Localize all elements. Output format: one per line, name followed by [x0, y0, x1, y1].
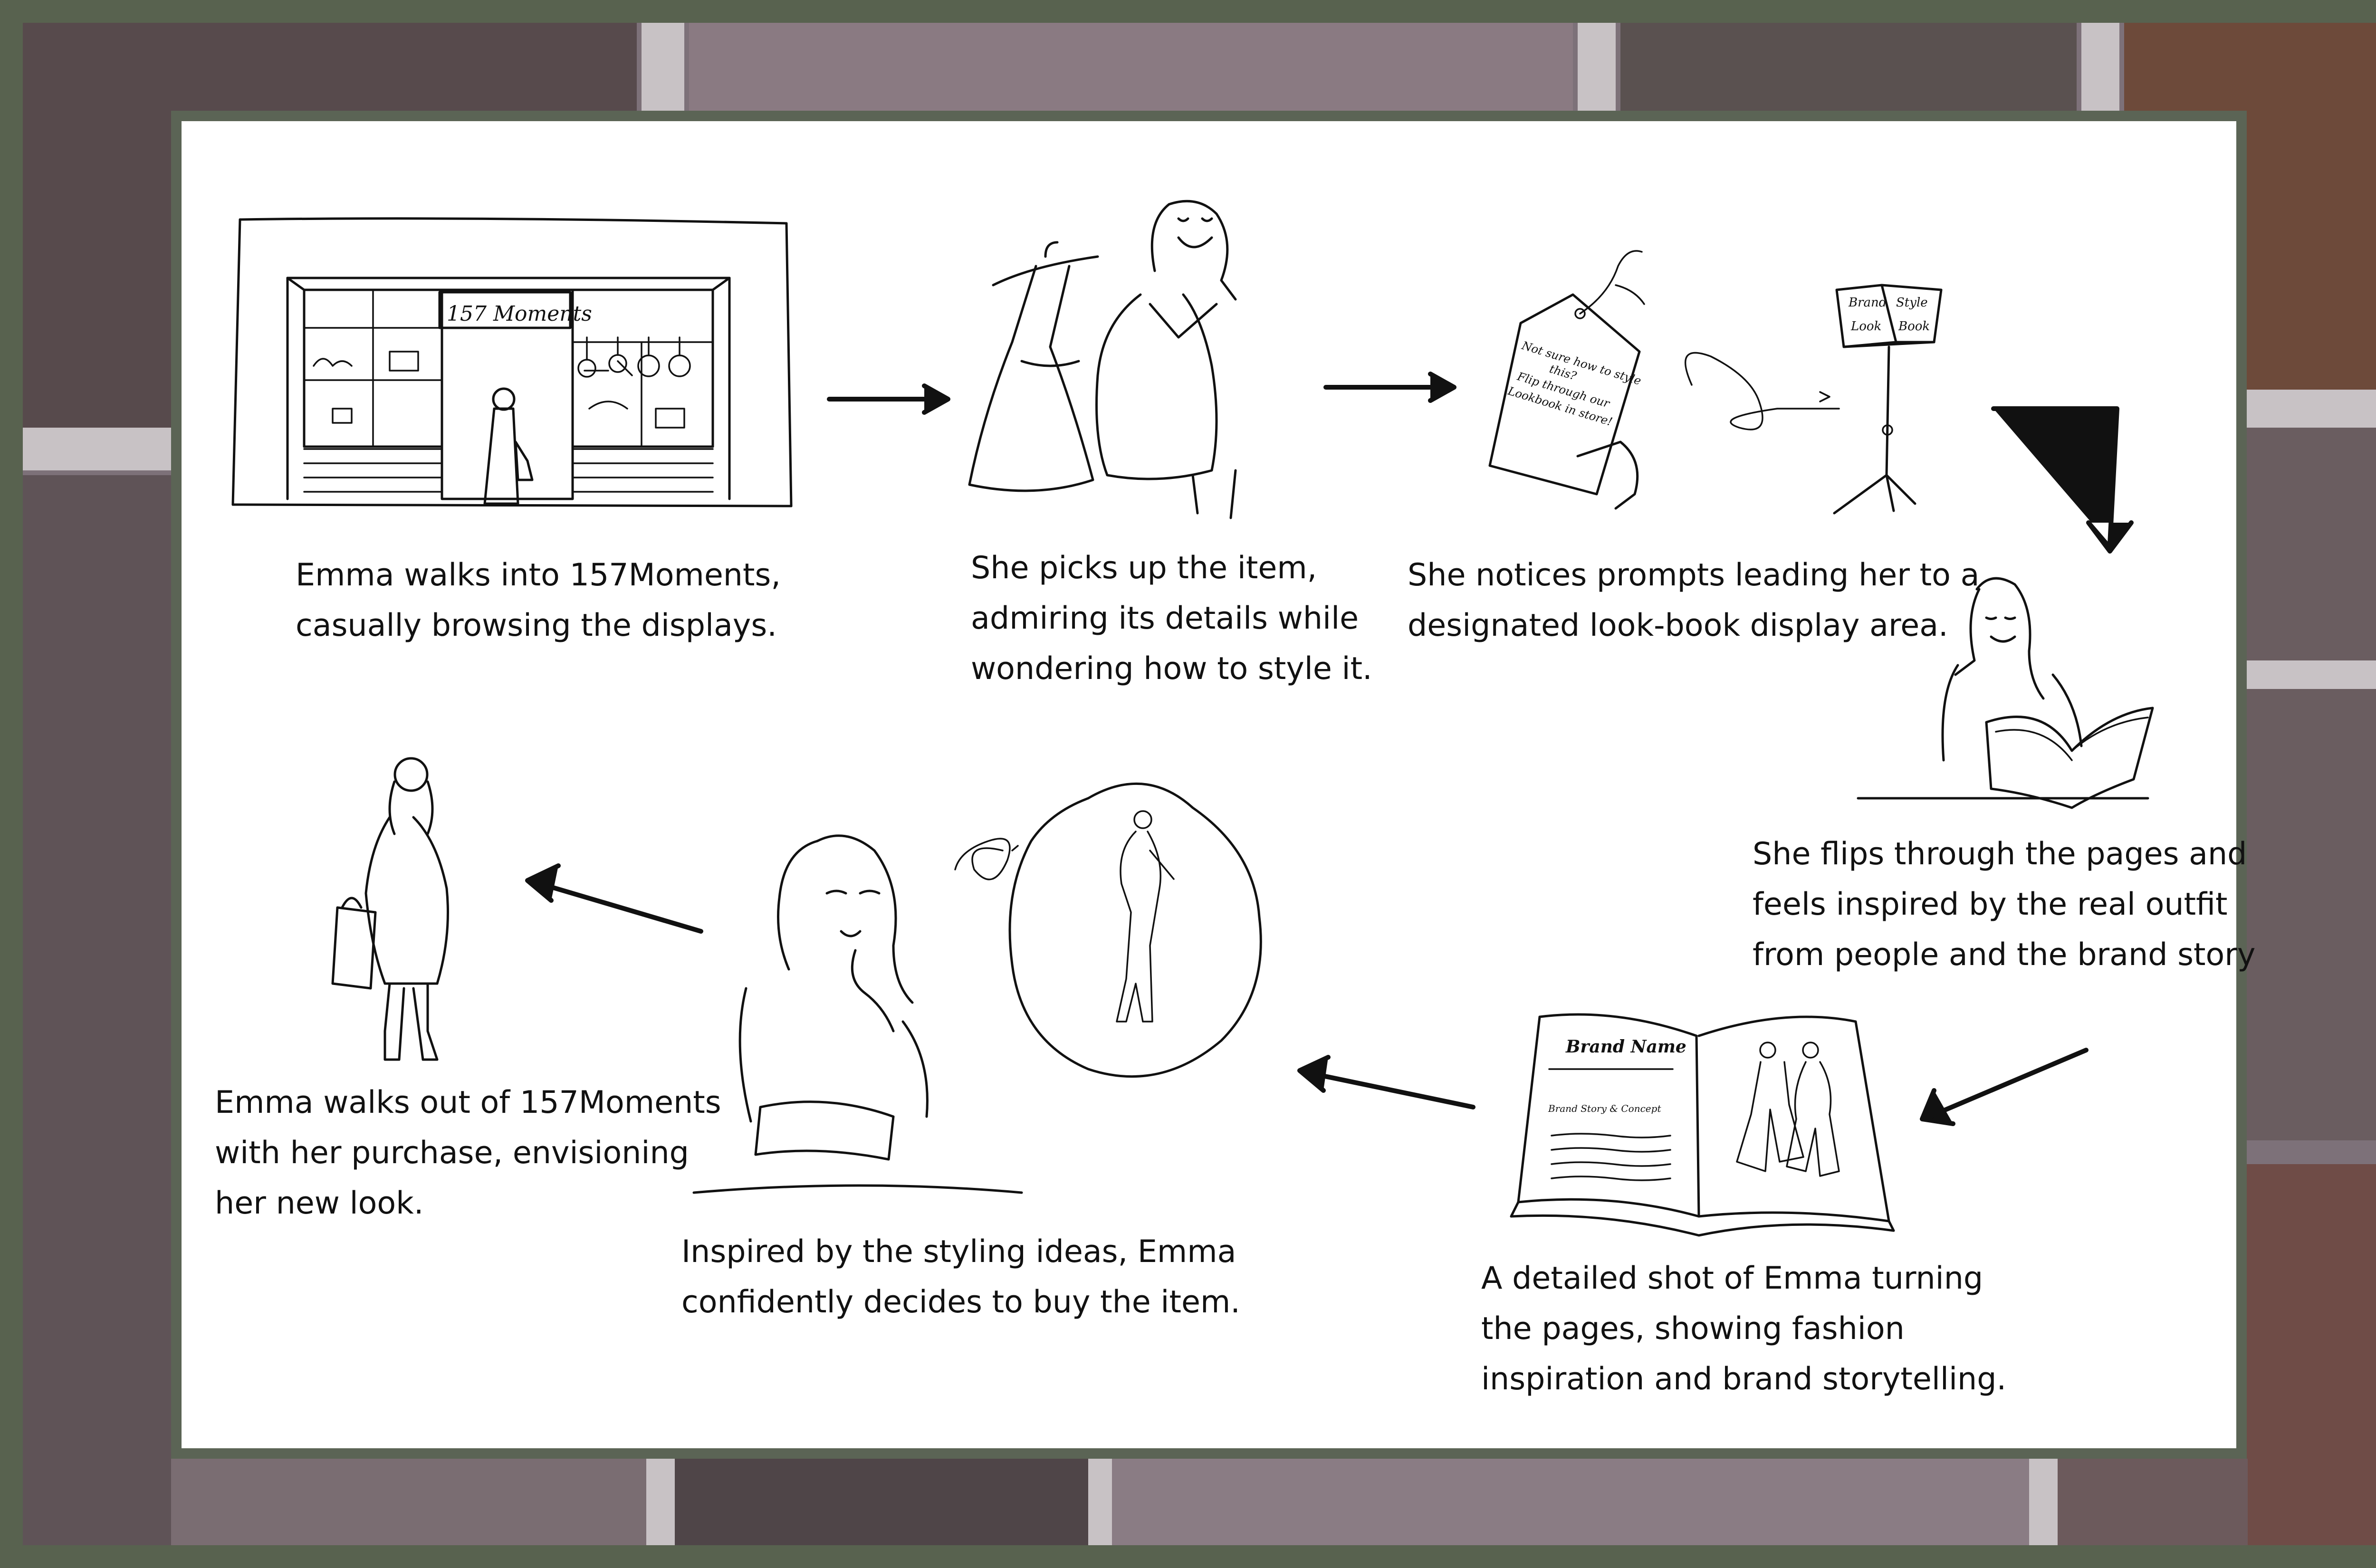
step-2-caption: She picks up the item, admiring its deta… — [971, 550, 1372, 687]
thought-bubble-illustration — [954, 782, 1262, 1078]
storyboard-panel — [171, 111, 2247, 1459]
step-5-caption: A detailed shot of Emma turning the page… — [1481, 1261, 2007, 1397]
stand-book-left-top: Brand — [1848, 296, 1887, 310]
flow-arrow-6 — [525, 863, 703, 934]
flow-arrow-3 — [1991, 406, 2134, 554]
hang-tag-illustration: Not sure how to style this? Flip through… — [1488, 250, 1840, 510]
stand-book-right-bottom: Book — [1898, 319, 1930, 334]
lookbook-subtitle: Brand Story & Concept — [1548, 1103, 1661, 1114]
background-divider — [0, 428, 171, 470]
background-tile — [2247, 1164, 2376, 1568]
step-1-caption: Emma walks into 157Moments, casually bro… — [296, 557, 781, 643]
lookbook-title: Brand Name — [1565, 1037, 1686, 1057]
flow-arrow-5 — [1297, 1055, 1475, 1109]
woman-reading-illustration — [1857, 577, 2154, 809]
flow-arrow-1 — [827, 383, 950, 415]
lookbook-stand-illustration: Brand Style Look Book — [1833, 284, 1943, 515]
stand-book-right-top: Style — [1896, 296, 1928, 310]
background-divider — [2247, 390, 2376, 428]
step-3-caption: She notices prompts leading her to a des… — [1408, 557, 1980, 643]
step-4-caption: She flips through the pages and feels in… — [1753, 836, 2256, 973]
background-divider — [2247, 660, 2376, 689]
flow-arrow-2 — [1323, 372, 1456, 403]
background-tile — [2247, 428, 2376, 1140]
woman-holding-item-illustration — [968, 200, 1237, 519]
background-tile — [0, 475, 171, 1568]
flow-arrow-4 — [1920, 1048, 2089, 1126]
open-lookbook-illustration: Brand Name Brand Story & Concept — [1510, 1013, 1895, 1237]
woman-walking-out-illustration — [331, 757, 449, 1061]
woman-thinking-illustration — [692, 834, 1023, 1194]
stand-book-left-bottom: Look — [1850, 319, 1881, 334]
step-6-caption: Inspired by the styling ideas, Emma conf… — [681, 1234, 1240, 1320]
step-7-caption: Emma walks out of 157Moments with her pu… — [215, 1085, 721, 1221]
